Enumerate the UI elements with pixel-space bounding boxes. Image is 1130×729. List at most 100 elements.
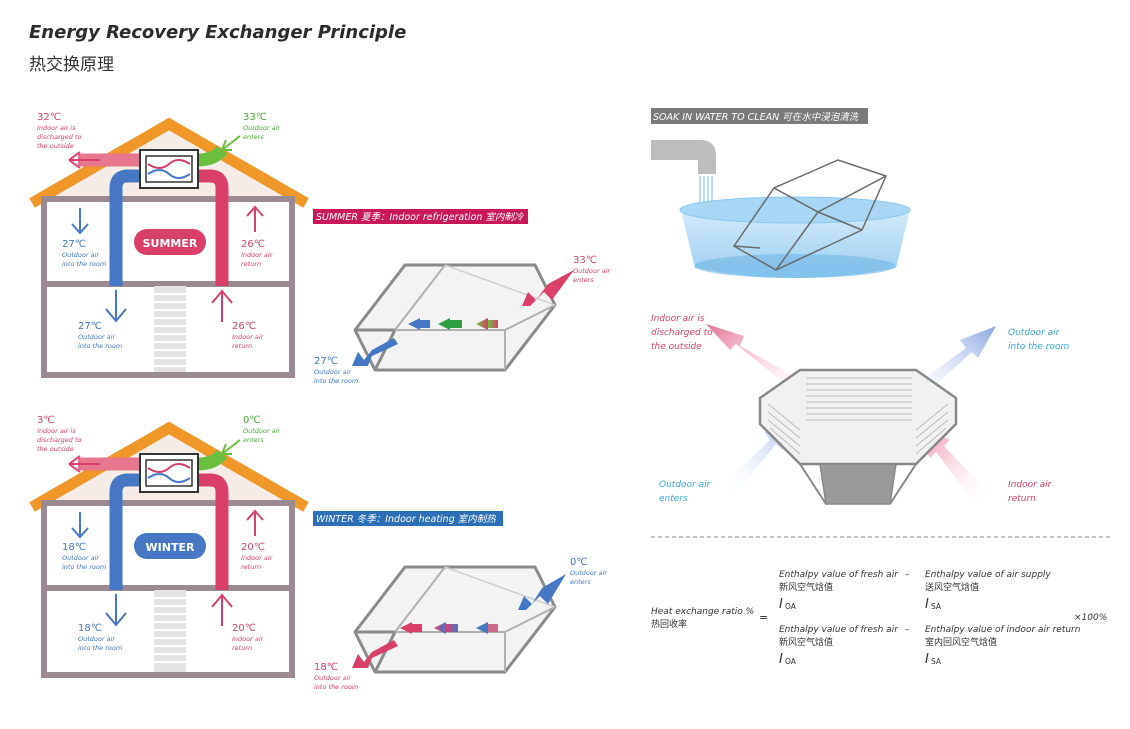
summer-return-upper-line2: return <box>241 260 261 268</box>
summer-core <box>352 263 574 372</box>
exchanger-core-open <box>758 368 958 505</box>
summer-discharge-line2: discharged to <box>37 133 82 141</box>
formula-bottom-left-sub: OA <box>785 657 797 666</box>
flow-outdoor-enters-line1: Outdoor air <box>659 480 712 490</box>
winter-return-upper-temp: 20℃ <box>241 542 265 553</box>
summer-supply-arrow-upper <box>71 208 89 235</box>
winter-core <box>352 565 566 674</box>
flow-labels: Indoor air is discharged to the outside … <box>651 314 1069 504</box>
soak-illustration <box>651 140 911 278</box>
winter-return-lower-temp: 20℃ <box>232 623 256 634</box>
summer-return-lower-line1: Indoor air <box>232 333 265 341</box>
flow-into-room-line1: Outdoor air <box>1008 328 1061 338</box>
winter-supply-upper-line2: into the room <box>62 563 106 571</box>
summer-return-arrow-upper <box>246 205 264 232</box>
winter-badge <box>134 533 206 559</box>
formula-label-cn: 热回收率 <box>651 618 687 630</box>
winter-house: WINTER <box>29 421 309 678</box>
formula-equals: = <box>759 611 768 624</box>
winter-core-out-temp: 18℃ <box>314 662 338 673</box>
summer-supply-arrow-lower <box>105 290 127 323</box>
summer-core-in-line2: enters <box>573 276 594 284</box>
clean-banner-bg <box>651 108 868 124</box>
page-title: Energy Recovery Exchanger Principle <box>29 22 407 43</box>
formula-top-left-en: Enthalpy value of fresh air <box>779 570 899 580</box>
winter-core-in-temp: 0℃ <box>570 557 588 568</box>
formula-bottom-left-en: Enthalpy value of fresh air <box>779 625 899 635</box>
summer-stairs <box>154 286 186 372</box>
summer-core-out-line2: into the room <box>314 377 358 385</box>
formula-bottom-left-cn: 新风空气焓值 <box>779 636 833 648</box>
summer-core-in-temp: 33℃ <box>573 255 597 266</box>
formula-bottom-right-cn: 室内回风空气焓值 <box>925 636 997 648</box>
winter-badge-label: WINTER <box>146 541 195 554</box>
summer-return-duct <box>198 169 229 286</box>
summer-roof <box>29 117 309 208</box>
summer-outdoor-in-line2: enters <box>243 133 264 141</box>
summer-labels: 32℃ Indoor air is discharged to the outs… <box>37 112 281 350</box>
winter-core-out-line2: into the room <box>314 683 358 691</box>
winter-supply-duct <box>109 473 142 590</box>
summer-core-out-temp: 27℃ <box>314 356 338 367</box>
summer-core-out-line1: Outdoor air <box>314 368 352 376</box>
winter-banner: WINTER 冬季：Indoor heating 室内制热 <box>316 513 496 525</box>
flow-into-room-line2: into the room <box>1008 342 1069 352</box>
formula-bottom-minus: – <box>905 625 910 635</box>
summer-outdoor-in-line1: Outdoor air <box>243 124 281 132</box>
summer-return-upper-temp: 26℃ <box>241 239 265 250</box>
summer-supply-upper-temp: 27℃ <box>62 239 86 250</box>
winter-supply-lower-line1: Outdoor air <box>78 635 116 643</box>
summer-supply-lower-line1: Outdoor air <box>78 333 116 341</box>
winter-banner-bg <box>313 511 503 526</box>
winter-supply-upper-temp: 18℃ <box>62 542 86 553</box>
flow-discharge-line3: the outside <box>651 342 702 352</box>
winter-return-lower-line2: return <box>232 644 252 652</box>
formula-top-right-symbol: I <box>925 597 929 612</box>
winter-intake-duct <box>197 449 228 471</box>
summer-outdoor-in-temp: 33℃ <box>243 112 267 123</box>
flow-indoor-return-line1: Indoor air <box>1008 480 1053 490</box>
winter-discharge-temp: 3℃ <box>37 415 55 426</box>
summer-return-upper-line1: Indoor air <box>241 251 274 259</box>
flow-indoor-return-line2: return <box>1008 494 1036 504</box>
formula-multiplier: ×100% <box>1074 613 1107 623</box>
summer-stair-steps <box>154 293 186 367</box>
summer-discharge-line3: the outside <box>37 142 74 150</box>
formula-top-left-sub: OA <box>785 602 797 611</box>
formula-bottom-right-sub: SA <box>931 657 942 666</box>
flow-discharge-line2: discharged to <box>651 328 713 338</box>
winter-core-in-line1: Outdoor air <box>570 569 608 577</box>
formula-bottom-right-en: Enthalpy value of indoor air return <box>925 625 1081 635</box>
summer-supply-upper-line2: into the room <box>62 260 106 268</box>
formula-top-right-cn: 送风空气焓值 <box>925 581 979 593</box>
summer-supply-duct <box>109 169 142 286</box>
summer-banner-bg <box>313 209 528 224</box>
summer-badge <box>134 229 206 255</box>
winter-discharge-line3: the outside <box>37 445 74 453</box>
formula-bottom-right-symbol: I <box>925 652 929 667</box>
summer-house: SUMMER <box>29 117 309 378</box>
winter-return-upper-line1: Indoor air <box>241 554 274 562</box>
summer-badge-label: SUMMER <box>143 237 198 250</box>
summer-core-in-line1: Outdoor air <box>573 267 611 275</box>
summer-discharge-line1: Indoor air is <box>37 124 76 132</box>
formula-top-right-en: Enthalpy value of air supply <box>925 570 1051 580</box>
winter-supply-upper-line1: Outdoor air <box>62 554 100 562</box>
page-subtitle: 热交换原理 <box>29 55 114 75</box>
summer-return-arrow-lower <box>211 289 233 322</box>
summer-discharge-temp: 32℃ <box>37 112 61 123</box>
faucet-icon <box>651 140 716 174</box>
winter-core-in-line2: enters <box>570 578 591 586</box>
winter-core-out-line1: Outdoor air <box>314 674 352 682</box>
winter-return-duct <box>198 473 229 590</box>
formula-top-left-symbol: I <box>779 597 783 612</box>
winter-discharge-line1: Indoor air is <box>37 427 76 435</box>
formula-top-right-sub: SA <box>931 602 942 611</box>
flow-outdoor-enters-line2: enters <box>659 494 688 504</box>
winter-discharge-line2: discharged to <box>37 436 82 444</box>
summer-supply-lower-line2: into the room <box>78 342 122 350</box>
winter-outdoor-in-line2: enters <box>243 436 264 444</box>
winter-outdoor-in-line1: Outdoor air <box>243 427 281 435</box>
summer-intake-arrow <box>221 135 241 151</box>
